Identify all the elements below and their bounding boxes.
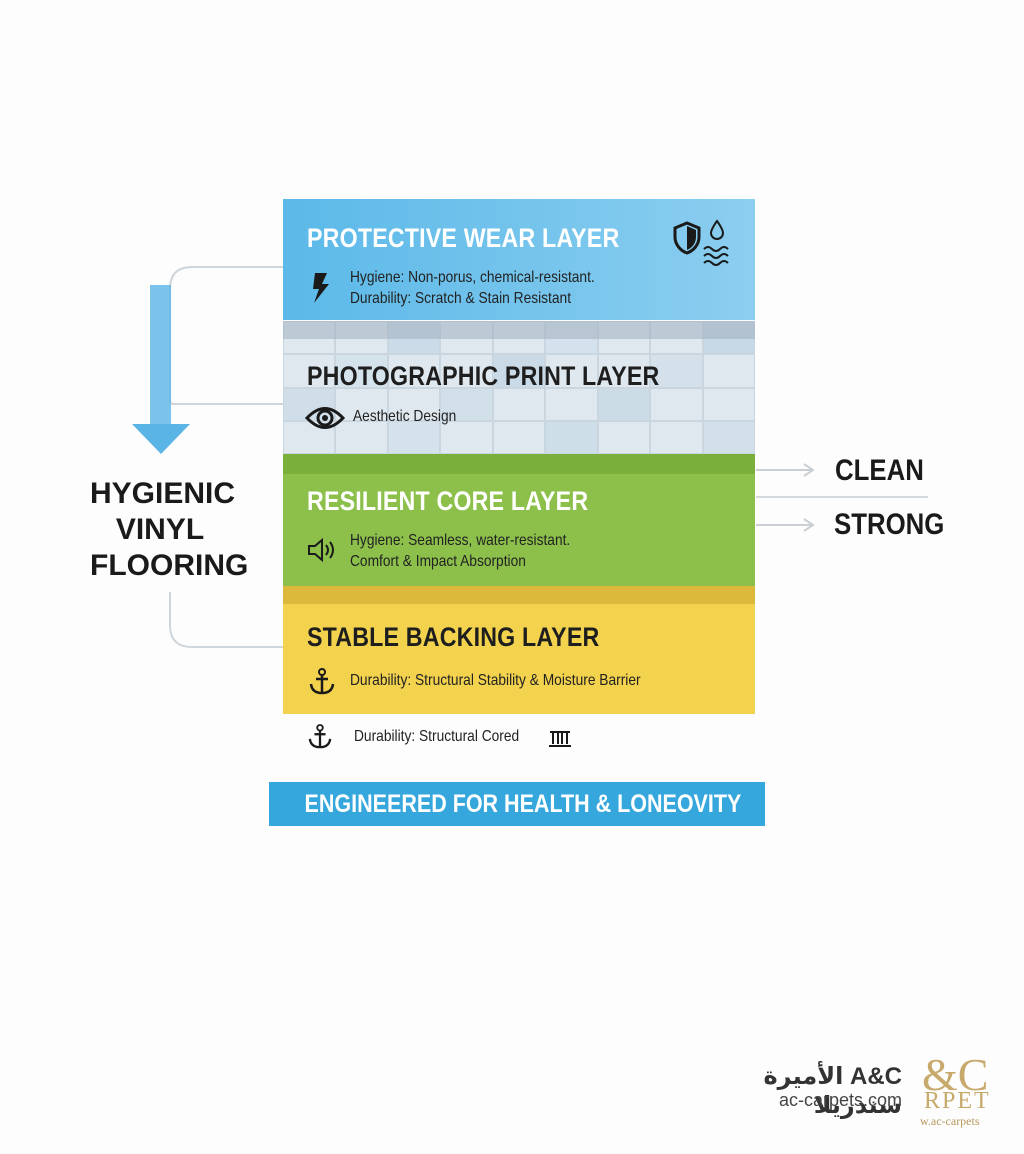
- left-label-line-2: VINYL: [115, 513, 205, 546]
- hygienic-vinyl-flooring-label: HYGIENIC VINYL FLOORING: [90, 476, 249, 584]
- anchor-icon: [309, 668, 335, 695]
- wear-layer-durability: Durability: Scratch & Stain Resistant: [350, 290, 572, 307]
- left-label-line-1: HYGIENIC: [90, 477, 236, 510]
- resilient-core-layer: RESILIENT CORE LAYER Hygiene: Seamless, …: [283, 454, 755, 586]
- water-waves-icon: [703, 246, 729, 266]
- engineered-banner: ENGINEERED FOR HEALTH & LONEOVITY: [269, 782, 765, 826]
- water-drop-icon: [709, 219, 725, 240]
- pillar-structure-icon: [549, 731, 571, 747]
- brand-url: ac-carpets.com: [778, 1090, 902, 1110]
- backing-layer-durability: Durability: Structural Stability & Moist…: [350, 672, 641, 689]
- photographic-print-layer: PHOTOGRAPHIC PRINT LAYER Aesthetic Desig…: [283, 321, 755, 454]
- stable-backing-layer: STABLE BACKING LAYER Durability: Structu…: [283, 586, 755, 714]
- core-layer-comfort: Comfort & Impact Absorption: [350, 553, 526, 570]
- print-layer-title: PHOTOGRAPHIC PRINT LAYER: [307, 361, 660, 391]
- protective-wear-layer: PROTECTIVE WEAR LAYER Hygiene: Non-porus…: [283, 199, 755, 320]
- print-layer-description: Aesthetic Design: [353, 408, 457, 425]
- sound-icon: [308, 538, 334, 562]
- anchor-icon: [308, 724, 332, 749]
- clean-label: CLEAN: [835, 454, 924, 487]
- connector-bottom: [169, 592, 283, 648]
- logo-mark: &C: [922, 1049, 989, 1100]
- wear-layer-hygiene: Hygiene: Non-porus, chemical-resistant.: [350, 269, 595, 286]
- arrow-strong-icon: [756, 518, 815, 532]
- brand-arabic-name: A&C الأميرة سندريلا: [763, 1063, 902, 1119]
- eye-icon: [305, 407, 345, 429]
- banner-text: ENGINEERED FOR HEALTH & LONEOVITY: [304, 790, 742, 818]
- structural-note: Durability: Structural Cored: [354, 728, 520, 745]
- connector-top: [169, 266, 283, 405]
- logo-subtext: RPET: [924, 1088, 991, 1114]
- logo-url: w.ac-carpets: [920, 1114, 980, 1128]
- arrow-clean-icon: [756, 463, 815, 477]
- strong-label: STRONG: [834, 508, 945, 541]
- down-arrow-icon: [132, 285, 190, 454]
- backing-layer-title: STABLE BACKING LAYER: [307, 622, 600, 652]
- core-layer-hygiene: Hygiene: Seamless, water-resistant.: [350, 532, 571, 549]
- wear-layer-title: PROTECTIVE WEAR LAYER: [307, 223, 620, 253]
- left-label-line-3: FLOORING: [90, 549, 249, 582]
- core-layer-title: RESILIENT CORE LAYER: [307, 486, 589, 516]
- lightning-icon: [313, 273, 329, 303]
- shield-icon: [673, 221, 701, 255]
